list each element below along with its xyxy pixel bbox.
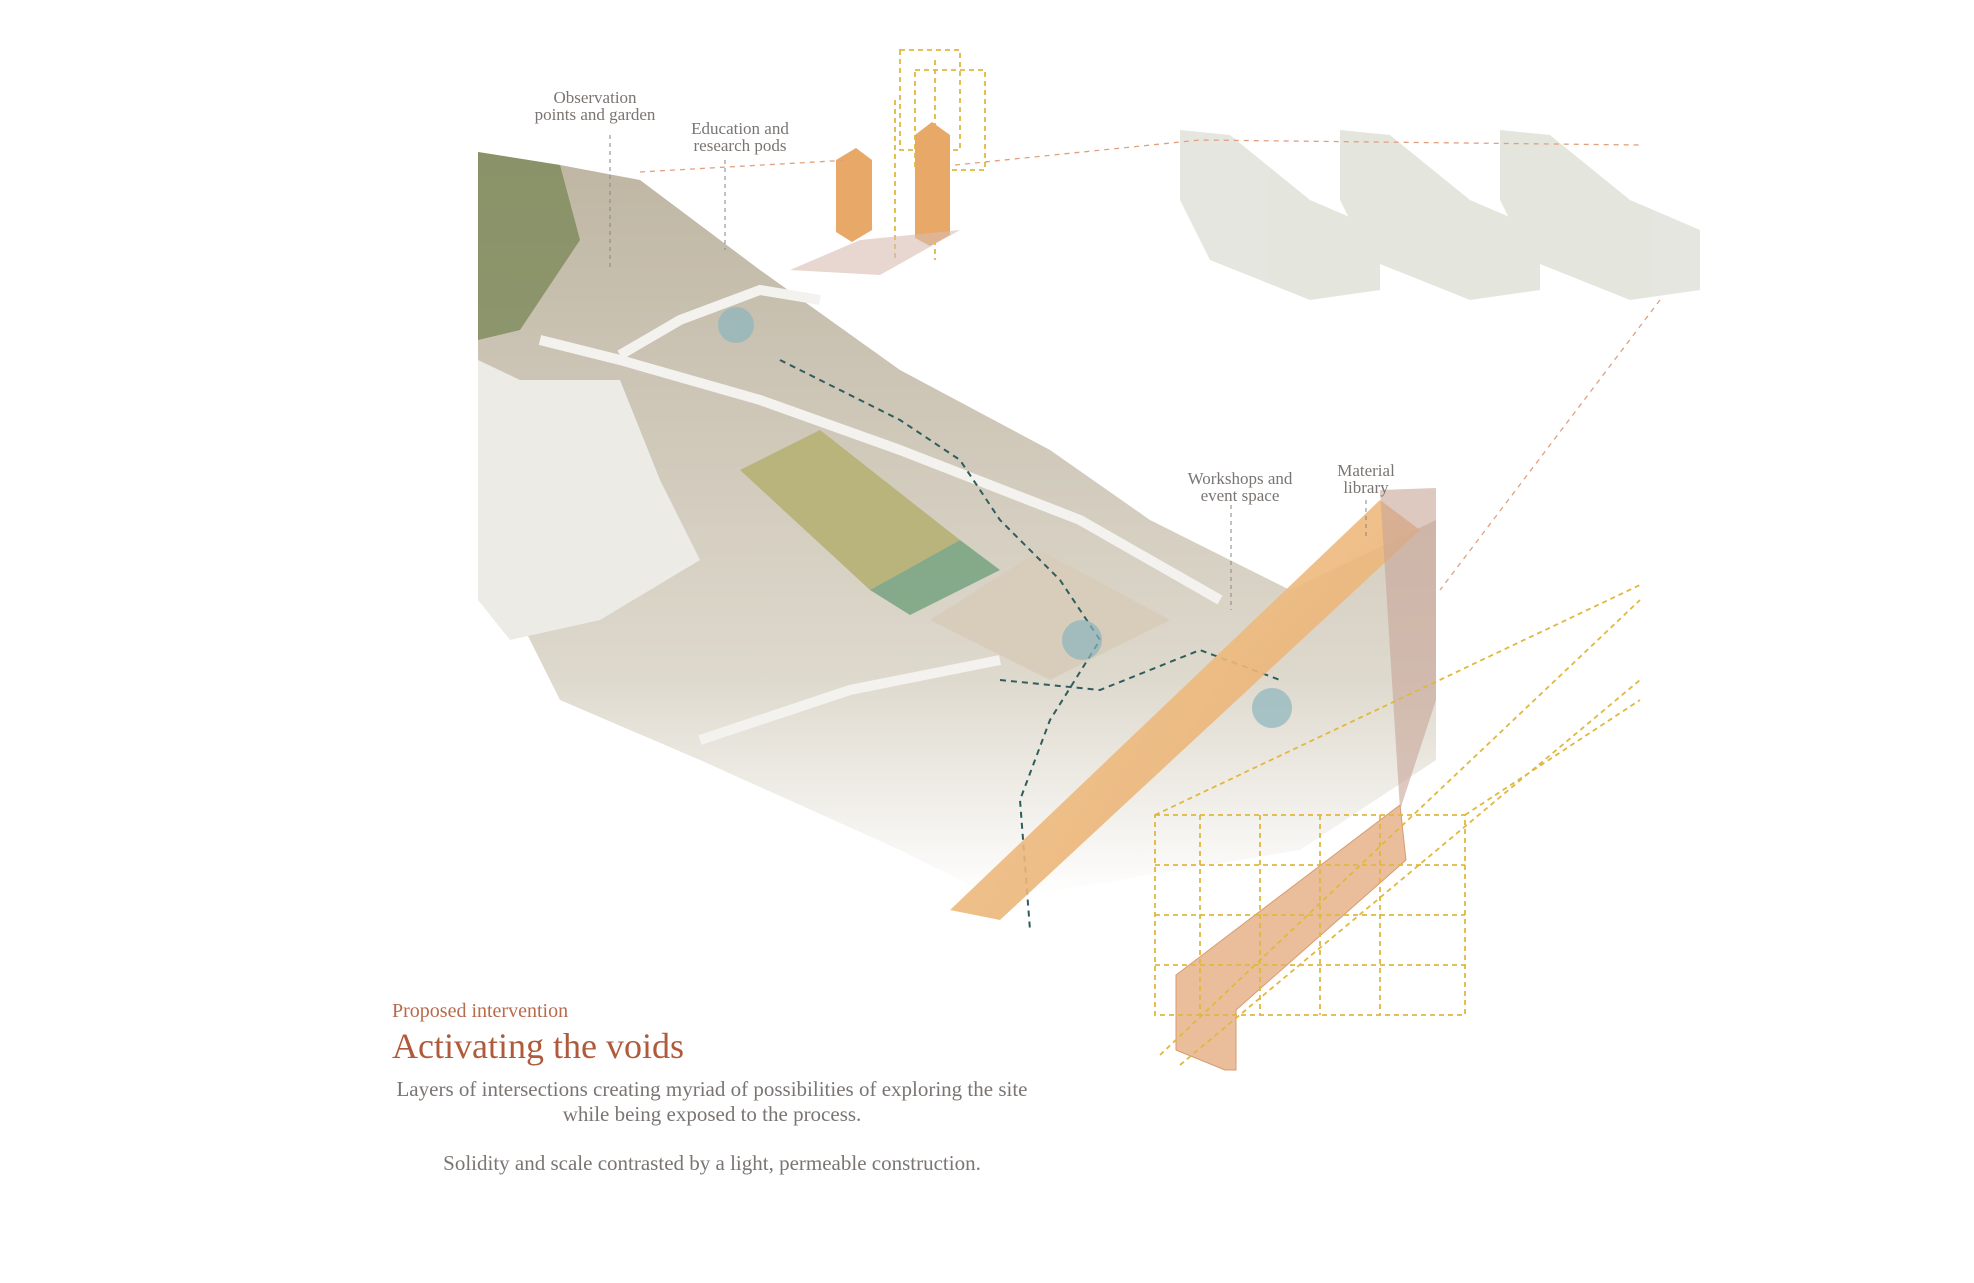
leader-lines <box>639 139 1661 591</box>
phase-thumbnails <box>1180 130 1700 300</box>
sports-field <box>740 430 1170 680</box>
scaffold-frame <box>894 49 1641 1066</box>
research-pods <box>790 122 960 275</box>
gathering-circles <box>718 307 1292 728</box>
caption-kicker: Proposed intervention <box>392 1000 569 1022</box>
caption-title: Activating the voids <box>392 1026 684 1066</box>
label-observation-points: Observation points and garden <box>534 88 656 124</box>
elevated-walkway <box>538 284 1223 745</box>
label-material-library: Material library <box>1337 461 1395 497</box>
caption-paragraph-2: Solidity and scale contrasted by a light… <box>443 1151 981 1175</box>
caption-block: Proposed intervention Activating the voi… <box>392 1000 1032 1200</box>
caption-body: Layers of intersections creating myriad … <box>392 1077 1032 1176</box>
label-education-pods: Education and research pods <box>691 119 789 155</box>
label-pointers <box>609 135 1367 610</box>
visitor-path <box>779 359 1281 931</box>
label-workshops: Workshops and event space <box>1187 469 1293 505</box>
caption-paragraph-1: Layers of intersections creating myriad … <box>396 1077 1028 1126</box>
